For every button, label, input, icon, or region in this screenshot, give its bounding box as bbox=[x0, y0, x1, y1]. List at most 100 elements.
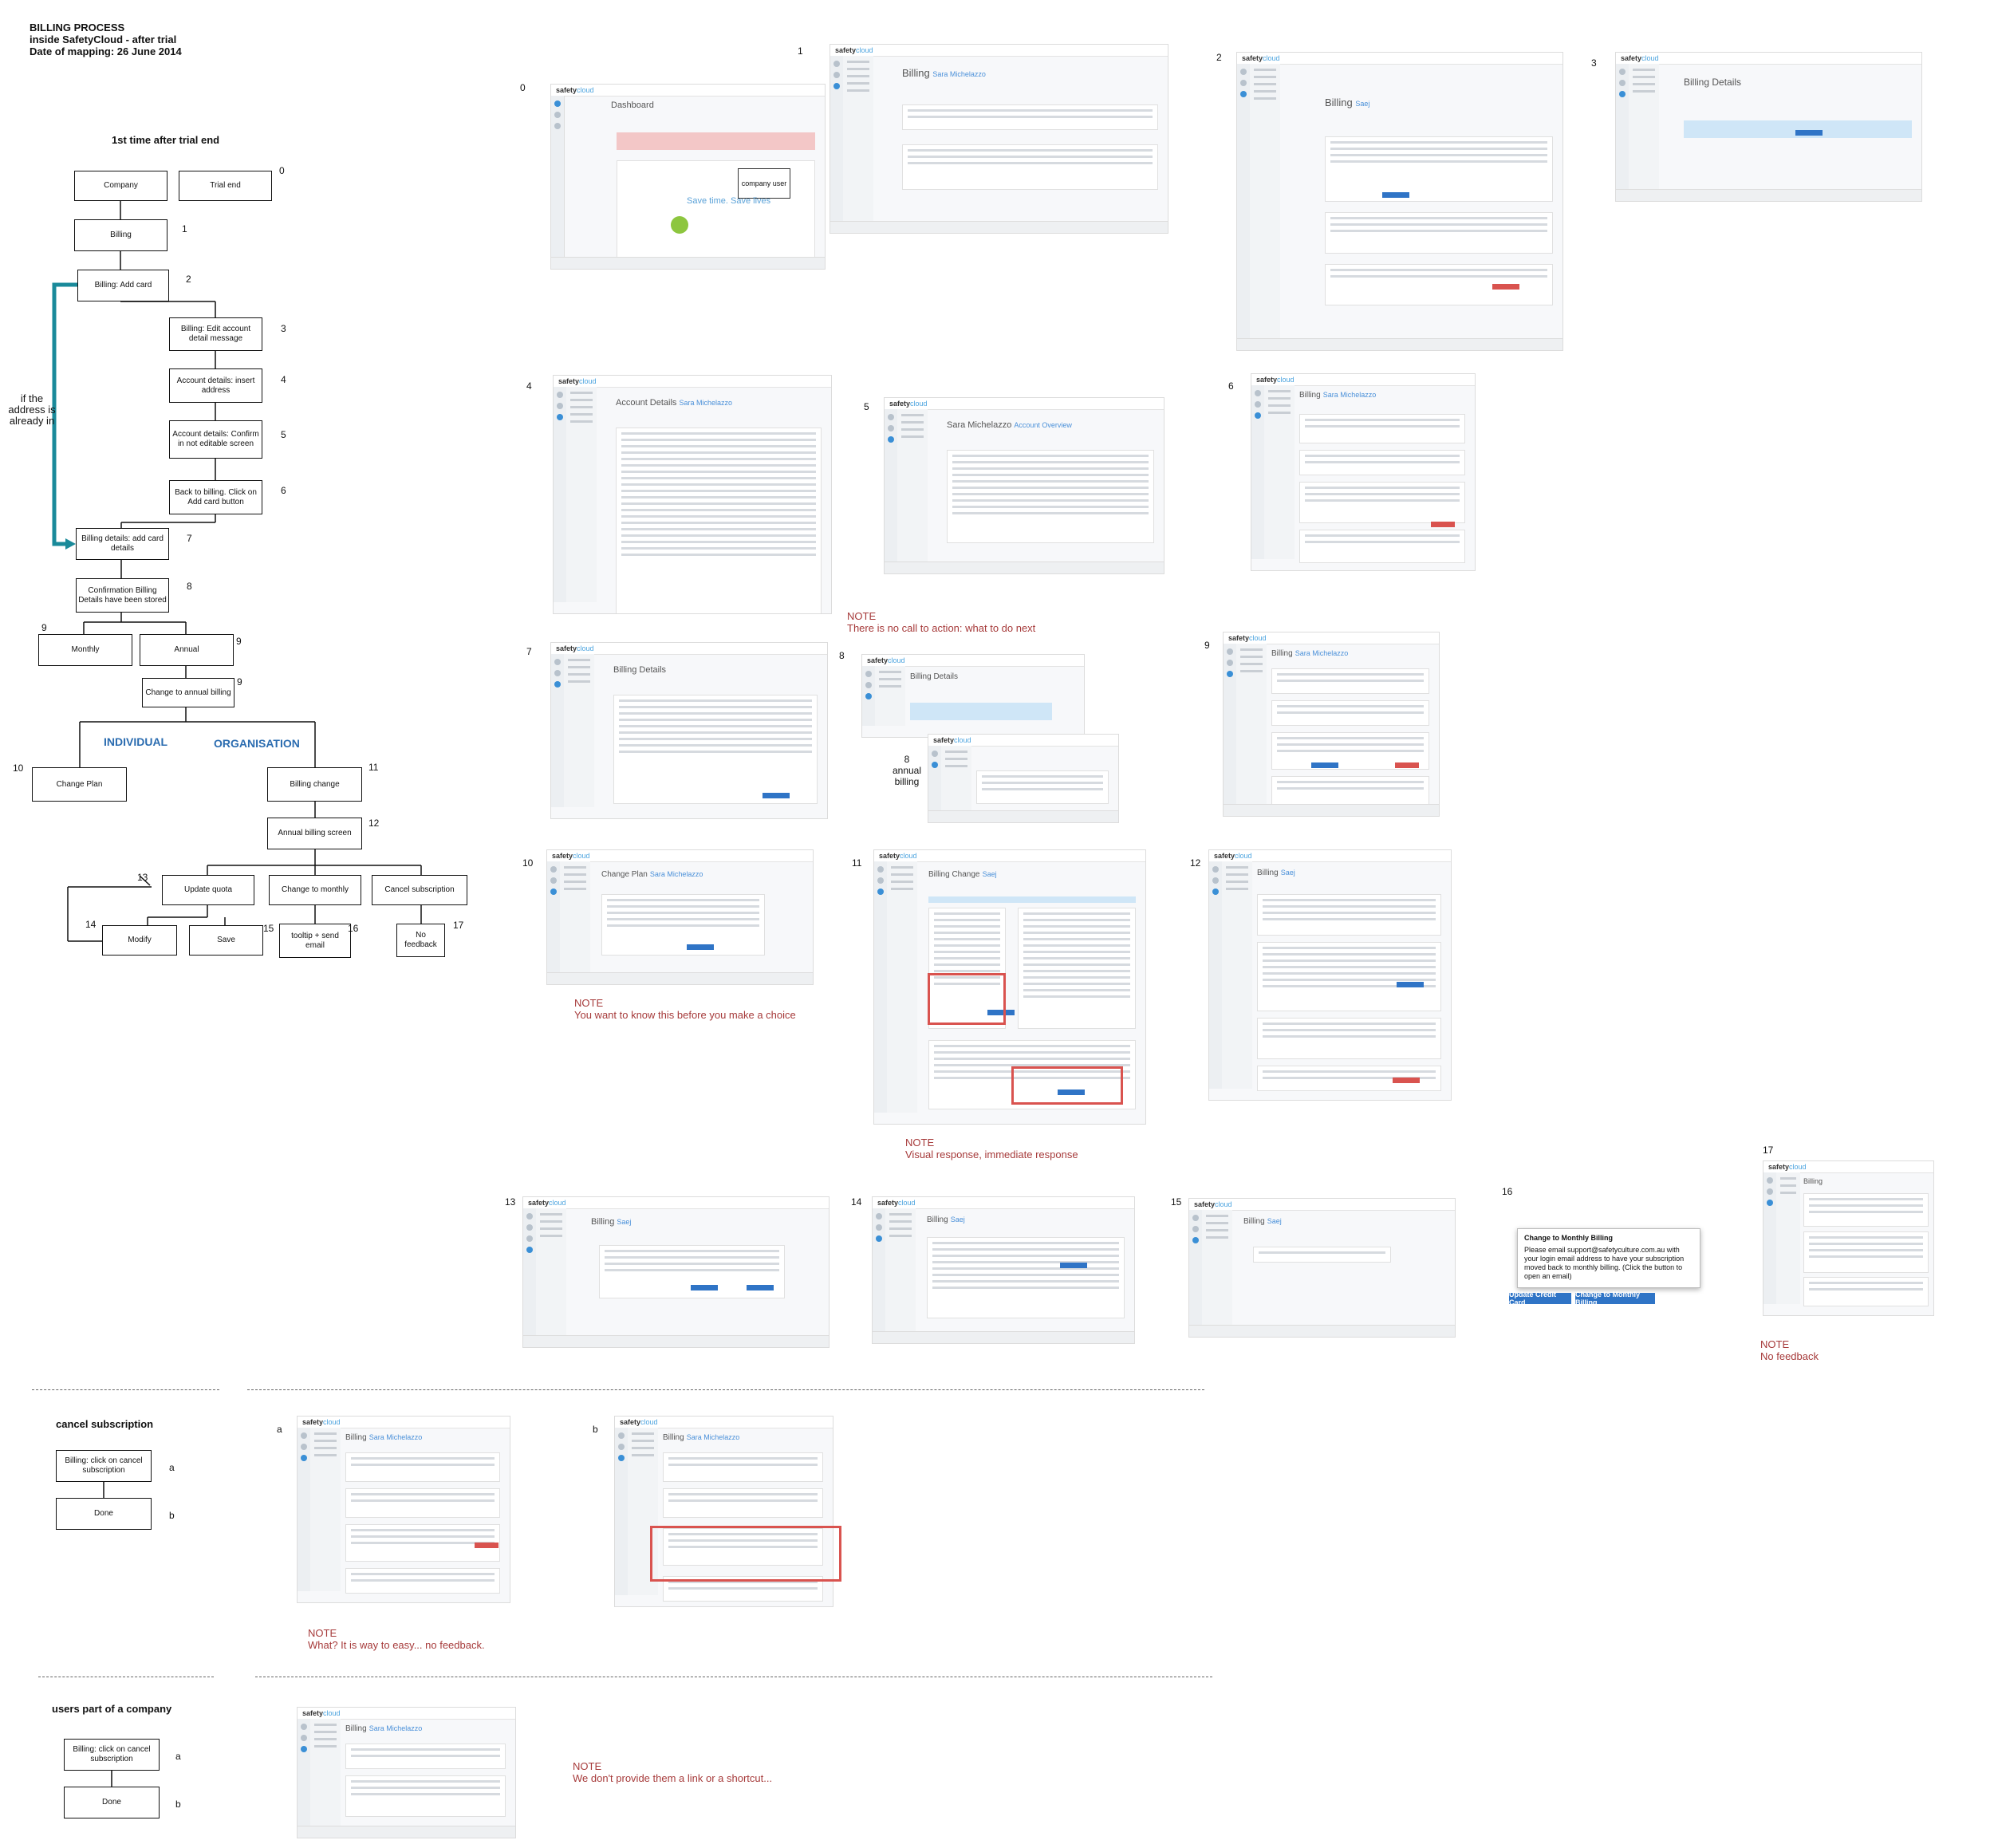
node-no-feedback: No feedback bbox=[396, 924, 445, 957]
screen-billing-14: safetycloud Billing Saej bbox=[872, 1196, 1135, 1344]
node-billing-change: Billing change bbox=[267, 767, 362, 802]
users-step-a: Billing: click on cancel subscription bbox=[64, 1739, 160, 1771]
screen-number: 3 bbox=[1591, 57, 1597, 69]
node-change-monthly: Change to monthly bbox=[269, 875, 361, 905]
screen-title: Billing Change bbox=[928, 870, 980, 879]
step-letter: a bbox=[175, 1751, 181, 1762]
note-a: NOTE What? It is way to easy... no feedb… bbox=[308, 1627, 485, 1651]
note-label: NOTE bbox=[847, 610, 877, 622]
label-individual: INDIVIDUAL bbox=[104, 735, 168, 748]
slogan: Save time. Save lives bbox=[687, 196, 771, 206]
screen-letter: a bbox=[277, 1424, 282, 1435]
users-section-title: users part of a company bbox=[52, 1703, 172, 1715]
screen-number: 6 bbox=[1228, 380, 1234, 392]
step-number: 6 bbox=[281, 485, 286, 496]
screen-number: 15 bbox=[1171, 1196, 1182, 1208]
note-text: What? It is way to easy... no feedback. bbox=[308, 1639, 485, 1651]
screen-number: 13 bbox=[505, 1196, 516, 1208]
screen-number: 17 bbox=[1763, 1145, 1774, 1156]
screen-users: safetycloud Billing Sara Michelazzo bbox=[297, 1707, 516, 1838]
screen-title: Billing bbox=[591, 1217, 615, 1227]
node-billing: Billing bbox=[74, 219, 167, 251]
cancel-step-a: Billing: click on cancel subscription bbox=[56, 1450, 152, 1482]
step-number: 11 bbox=[368, 762, 379, 773]
screen-title: Billing Details bbox=[613, 665, 667, 675]
note-label: NOTE bbox=[905, 1137, 935, 1149]
step-number: 5 bbox=[281, 429, 286, 440]
annual-billing-label: annual billing bbox=[892, 765, 922, 787]
screen-subtitle: Saej bbox=[1280, 869, 1295, 877]
screen-title: Account Details bbox=[616, 398, 677, 408]
screen-subtitle: Sara Michelazzo bbox=[1295, 649, 1349, 657]
screen-billing-1: safetycloud Billing Sara Michelazzo bbox=[830, 44, 1168, 234]
company-user-label: company user bbox=[738, 168, 790, 199]
annual-billing-number: 8 bbox=[904, 754, 910, 765]
note-text: Visual response, immediate response bbox=[905, 1149, 1078, 1160]
screen-dashboard: safetycloud Dashboard company user Save … bbox=[550, 84, 826, 270]
note-5: NOTE There is no call to action: what to… bbox=[847, 610, 1035, 634]
highlight-box bbox=[650, 1526, 841, 1582]
note-10: NOTE You want to know this before you ma… bbox=[574, 997, 796, 1021]
screen-subtitle: Saej bbox=[1355, 100, 1370, 108]
node-billing-edit: Billing: Edit account detail message bbox=[169, 317, 262, 351]
step-number: 16 bbox=[348, 923, 359, 934]
screen-billing-9: safetycloud Billing Sara Michelazzo bbox=[1223, 632, 1440, 817]
step-number: 15 bbox=[263, 923, 274, 934]
screen-cancel-b: safetycloud Billing Sara Michelazzo bbox=[614, 1416, 833, 1607]
change-monthly-button[interactable]: Change to Monthly Billing bbox=[1575, 1290, 1655, 1306]
highlight-box bbox=[928, 973, 1006, 1025]
screen-account-overview: safetycloud Sara Michelazzo Account Over… bbox=[884, 397, 1164, 574]
flow-connectors bbox=[52, 201, 422, 942]
note-text: We don't provide them a link or a shortc… bbox=[573, 1772, 773, 1784]
screen-billing-15: safetycloud Billing Saej bbox=[1188, 1198, 1456, 1338]
node-billing-add-card: Billing: Add card bbox=[77, 270, 169, 301]
step-number: 12 bbox=[368, 818, 380, 829]
note-label: NOTE bbox=[573, 1760, 602, 1772]
screen-subtitle: Saej bbox=[982, 870, 997, 878]
node-confirmation: Confirmation Billing Details have been s… bbox=[76, 578, 169, 613]
screen-subtitle: Saej bbox=[617, 1218, 632, 1226]
update-credit-card-button[interactable]: Update Credit Card bbox=[1509, 1290, 1571, 1306]
screen-number: 14 bbox=[851, 1196, 862, 1208]
screen-number: 2 bbox=[1216, 52, 1222, 63]
header-subtitle: inside SafetyCloud - after trial bbox=[30, 33, 177, 45]
note-text: There is no call to action: what to do n… bbox=[847, 622, 1036, 634]
screen-title: Billing bbox=[1803, 1177, 1823, 1185]
step-number: 14 bbox=[85, 919, 97, 930]
screen-title: Billing bbox=[1271, 649, 1293, 658]
screen-account-details: safetycloud Account Details Sara Michela… bbox=[553, 375, 832, 614]
screen-number: 16 bbox=[1502, 1186, 1513, 1197]
note-text: You want to know this before you make a … bbox=[574, 1009, 796, 1021]
screen-subtitle: Account Overview bbox=[1014, 421, 1072, 429]
highlight-box bbox=[1011, 1066, 1123, 1105]
screen-billing-details-7: safetycloud Billing Details bbox=[550, 642, 828, 819]
screen-title: Billing bbox=[663, 1433, 684, 1442]
annual-billing-caption: 8 annual billing bbox=[887, 754, 927, 787]
screen-billing-6: safetycloud Billing Sara Michelazzo bbox=[1251, 373, 1476, 571]
label-organisation: ORGANISATION bbox=[214, 737, 300, 750]
screen-title: Billing Details bbox=[1684, 77, 1742, 88]
screen-number: 10 bbox=[522, 857, 534, 869]
cancel-step-b: Done bbox=[56, 1498, 152, 1530]
node-cancel-sub: Cancel subscription bbox=[372, 875, 467, 905]
screen-title: Sara Michelazzo bbox=[947, 420, 1012, 430]
flow-title: 1st time after trial end bbox=[112, 134, 220, 146]
node-change-annual: Change to annual billing bbox=[142, 678, 234, 707]
screen-number: 1 bbox=[798, 45, 803, 57]
screen-title: Dashboard bbox=[611, 100, 654, 110]
header-title: BILLING PROCESS bbox=[30, 22, 125, 33]
screen-subtitle: Sara Michelazzo bbox=[368, 1724, 423, 1732]
node-company: Company bbox=[74, 171, 167, 201]
screen-title: Billing bbox=[1325, 97, 1353, 108]
screen-title: Billing bbox=[1299, 391, 1321, 400]
screen-subtitle: Saej bbox=[950, 1216, 965, 1223]
screen-billing-change: safetycloud Billing Change Saej bbox=[873, 849, 1146, 1125]
node-update-quota: Update quota bbox=[162, 875, 254, 905]
node-monthly: Monthly bbox=[38, 634, 132, 666]
screen-annual-billing: safetycloud bbox=[928, 734, 1119, 823]
node-save: Save bbox=[189, 925, 263, 956]
screen-subtitle: Sara Michelazzo bbox=[679, 399, 733, 407]
document-header: BILLING PROCESS inside SafetyCloud - aft… bbox=[30, 22, 182, 57]
node-modify: Modify bbox=[102, 925, 177, 956]
divider bbox=[247, 1389, 1204, 1390]
